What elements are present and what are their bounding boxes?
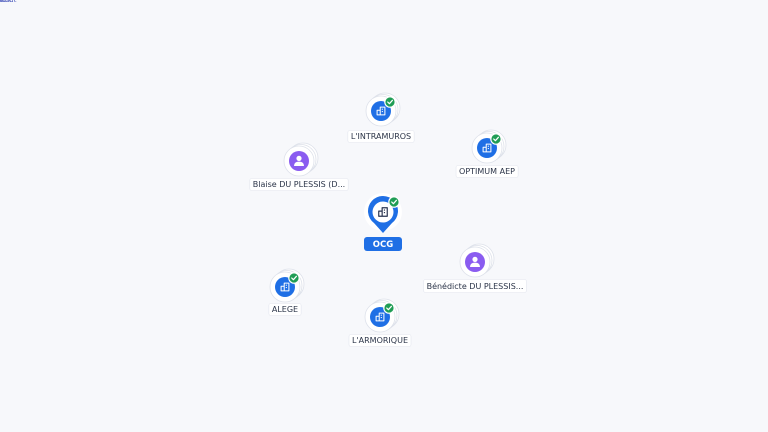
check-badge-icon xyxy=(383,302,395,314)
building-icon xyxy=(376,106,386,116)
edge-label: Associé xyxy=(0,0,13,4)
edge-benedicte-optimum xyxy=(0,0,3,1)
node-blaise[interactable]: Blaise DU PLESSIS (D... xyxy=(249,142,349,191)
node-optimum[interactable]: OPTIMUM AEP xyxy=(455,129,519,178)
edge-blaise-intramuros: Gérant xyxy=(0,0,12,4)
node-label-bg xyxy=(268,303,302,316)
edge-label: Associé xyxy=(0,0,13,4)
node-benedicte[interactable]: Bénédicte DU PLESSIS... xyxy=(423,243,527,293)
node-label: L'INTRAMUROS xyxy=(351,132,411,141)
node-armorique[interactable]: L'ARMORIQUE xyxy=(348,298,412,347)
node-intramuros[interactable]: L'INTRAMUROS xyxy=(347,92,415,143)
building-icon xyxy=(375,312,385,322)
edge-label: Gérant xyxy=(0,0,12,4)
edge-label: Gérant xyxy=(0,0,12,4)
node-label-bg xyxy=(455,165,519,178)
node-label-pill xyxy=(364,237,402,251)
edge-label: Associé xyxy=(0,0,13,4)
building-icon xyxy=(378,207,388,217)
node-label: OPTIMUM AEP xyxy=(459,167,515,176)
pin-inner xyxy=(372,201,394,223)
edge-arrow-icon xyxy=(0,0,3,1)
edge-blaise-alege: Gérant xyxy=(0,0,12,4)
node-label: ALEGE xyxy=(272,305,298,314)
node-alege[interactable]: ALEGE xyxy=(268,268,305,316)
building-icon xyxy=(482,143,492,153)
edge-label: Président xyxy=(0,0,17,4)
check-badge-icon xyxy=(384,96,396,108)
node-label-bg xyxy=(249,178,349,191)
check-badge-icon xyxy=(490,133,502,145)
edges-layer: GérantAssociéGérantAssociéPrésidentAssoc… xyxy=(0,0,17,4)
edge-blaise-armorique xyxy=(0,0,3,1)
person-icon xyxy=(470,256,480,267)
node-label: L'ARMORIQUE xyxy=(352,336,408,345)
node-label: OCG xyxy=(373,240,393,250)
edge-blaise-ocg: Associé xyxy=(0,0,13,4)
check-badge-icon xyxy=(288,272,300,284)
node-label: Bénédicte DU PLESSIS... xyxy=(427,281,524,291)
node-label-bg xyxy=(348,334,412,347)
edge-label: Associé xyxy=(0,0,13,4)
check-badge-icon xyxy=(388,196,400,208)
node-label-bg xyxy=(347,130,415,143)
person-icon xyxy=(294,155,304,166)
edge-label: Associé xyxy=(0,0,13,4)
node-ocg[interactable]: OCG xyxy=(364,193,402,251)
building-icon xyxy=(280,282,290,292)
nodes-layer: OCG L'INTRAMUROS OPTIMUM AEP Blaise DU PLES… xyxy=(249,92,527,347)
node-label-bg xyxy=(423,279,527,293)
edge-label: Président xyxy=(0,0,17,4)
node-label: Blaise DU PLESSIS (D... xyxy=(253,180,345,189)
